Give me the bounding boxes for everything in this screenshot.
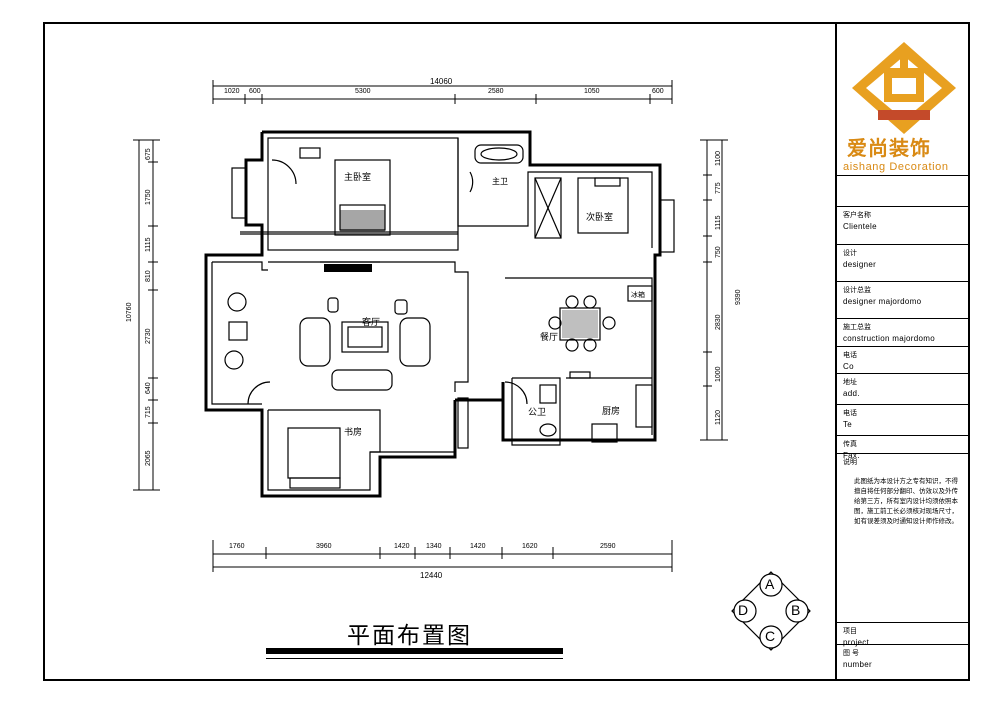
row-notes-label: 说明 bbox=[843, 459, 857, 466]
svg-text:600: 600 bbox=[652, 88, 664, 95]
plan-title: 平面布置图 bbox=[347, 623, 472, 649]
row-construction-director-value: construction majordomo bbox=[843, 334, 935, 343]
svg-text:9390: 9390 bbox=[735, 289, 742, 305]
svg-text:1750: 1750 bbox=[145, 189, 152, 205]
row-project-label: 项目 bbox=[843, 628, 857, 635]
row-notes: 说明 bbox=[837, 453, 968, 466]
row-address-value: add. bbox=[843, 389, 860, 398]
row-client: 客户名称 Clientele bbox=[837, 206, 968, 231]
compass-label-a: A bbox=[765, 576, 775, 592]
svg-text:600: 600 bbox=[249, 88, 261, 95]
svg-text:2730: 2730 bbox=[145, 328, 152, 344]
row-number: 图 号 number bbox=[837, 644, 968, 669]
brand-name-en: aishang Decoration bbox=[843, 161, 949, 173]
room-label-living: 客厅 bbox=[362, 317, 381, 327]
compass-icon bbox=[731, 571, 811, 651]
row-tel-value: Te bbox=[843, 420, 853, 429]
company-logo bbox=[852, 42, 956, 134]
row-design-director-label: 设计总监 bbox=[843, 287, 871, 294]
svg-text:10760: 10760 bbox=[126, 302, 133, 322]
svg-text:1020: 1020 bbox=[224, 88, 240, 95]
svg-text:12440: 12440 bbox=[420, 571, 443, 580]
room-label-master: 主卧室 bbox=[344, 172, 372, 182]
row-design-director-value: designer majordomo bbox=[843, 297, 922, 306]
row-co: 电话 Co bbox=[837, 346, 968, 371]
row-project: 项目 project bbox=[837, 622, 968, 647]
drawing-frame bbox=[43, 22, 970, 681]
compass-label-b: B bbox=[791, 602, 801, 618]
row-client-value: Clientele bbox=[843, 222, 877, 231]
svg-text:810: 810 bbox=[145, 270, 152, 282]
svg-text:640: 640 bbox=[145, 382, 152, 394]
svg-text:2065: 2065 bbox=[145, 450, 152, 466]
svg-text:2580: 2580 bbox=[488, 88, 504, 95]
room-label-bath-public: 公卫 bbox=[528, 407, 547, 417]
compass-label-d: D bbox=[738, 602, 749, 618]
svg-text:2590: 2590 bbox=[600, 543, 616, 550]
svg-text:1120: 1120 bbox=[715, 410, 722, 425]
room-label-second: 次卧室 bbox=[586, 212, 614, 222]
svg-text:715: 715 bbox=[145, 406, 152, 418]
svg-text:2830: 2830 bbox=[715, 314, 722, 330]
row-address: 地址 add. bbox=[837, 373, 968, 398]
row-tel-label: 电话 bbox=[843, 410, 857, 417]
svg-text:1115: 1115 bbox=[715, 215, 722, 230]
row-number-value: number bbox=[843, 660, 872, 669]
svg-text:5300: 5300 bbox=[355, 88, 371, 95]
row-construction-director-label: 施工总监 bbox=[843, 324, 871, 331]
svg-text:1340: 1340 bbox=[426, 543, 442, 550]
title-block: 爱尚装饰 aishang Decoration 客户名称 Clientele 设… bbox=[835, 22, 970, 681]
row-address-label: 地址 bbox=[843, 379, 857, 386]
room-label-bath-main: 主卫 bbox=[492, 177, 508, 186]
brand-name-cn: 爱尚装饰 bbox=[847, 138, 931, 160]
svg-text:1420: 1420 bbox=[394, 543, 410, 550]
svg-text:1760: 1760 bbox=[229, 543, 245, 550]
svg-text:1100: 1100 bbox=[715, 151, 722, 166]
svg-text:14060: 14060 bbox=[430, 77, 453, 86]
row-design-director: 设计总监 designer majordomo bbox=[837, 281, 968, 306]
row-fax-value: Fax. bbox=[843, 451, 860, 460]
svg-text:750: 750 bbox=[715, 246, 722, 258]
row-construction-director: 施工总监 construction majordomo bbox=[837, 318, 968, 343]
svg-text:675: 675 bbox=[145, 148, 152, 160]
svg-text:775: 775 bbox=[715, 182, 722, 194]
svg-text:1420: 1420 bbox=[470, 543, 486, 550]
svg-text:1050: 1050 bbox=[584, 88, 600, 95]
compass-label-c: C bbox=[765, 628, 776, 644]
room-label-kitchen: 厨房 bbox=[602, 406, 621, 416]
title-underline-thin bbox=[266, 658, 563, 659]
svg-text:1620: 1620 bbox=[522, 543, 538, 550]
svg-text:3960: 3960 bbox=[316, 543, 332, 550]
row-designer: 设计 designer bbox=[837, 244, 968, 269]
svg-text:1115: 1115 bbox=[145, 237, 152, 252]
row-number-label: 图 号 bbox=[843, 650, 859, 657]
row-project-value: project bbox=[843, 638, 870, 647]
row-fax-label: 传真 bbox=[843, 441, 857, 448]
room-label-study: 书房 bbox=[344, 427, 363, 437]
title-underline bbox=[266, 648, 563, 654]
svg-text:1000: 1000 bbox=[715, 366, 722, 382]
row-co-value: Co bbox=[843, 362, 854, 371]
room-label-dining: 餐厅 bbox=[540, 332, 559, 342]
row-tel: 电话 Te bbox=[837, 404, 968, 429]
notes-text: 此图纸为本设计方之专有知识，不得擅自将任何部分翻印、仿效以及外传给第三方，所有室… bbox=[854, 478, 958, 525]
row-designer-value: designer bbox=[843, 260, 877, 269]
row-designer-label: 设计 bbox=[843, 250, 857, 257]
room-label-fridge: 冰箱 bbox=[631, 292, 645, 299]
row-fax: 传真 Fax. bbox=[837, 435, 968, 460]
floor-plan: 14060 1020 600 5300 2580 1050 600 12440 176… bbox=[126, 77, 742, 580]
row-co-label: 电话 bbox=[843, 352, 857, 359]
row-client-label: 客户名称 bbox=[843, 212, 871, 219]
